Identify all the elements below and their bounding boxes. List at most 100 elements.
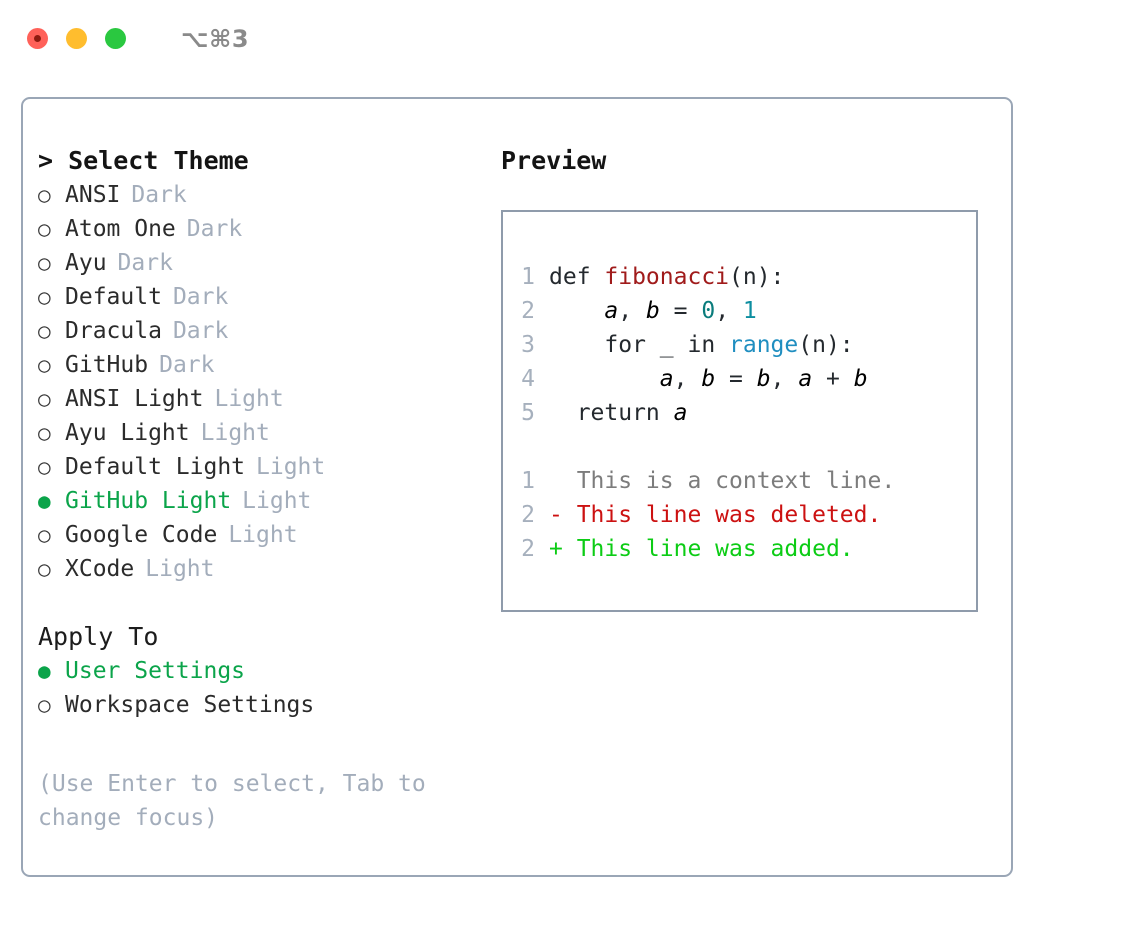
- apply-to-label: User Settings: [65, 658, 246, 684]
- title-bar: ⌥⌘3: [0, 0, 1140, 77]
- line-number: 1: [521, 468, 535, 494]
- diff-line: 2- This line was deleted.: [503, 498, 976, 532]
- code-token: def: [549, 264, 605, 290]
- theme-variant-label: Light: [200, 420, 270, 446]
- theme-variant-label: Dark: [172, 284, 229, 310]
- code-line-content: return a: [549, 396, 688, 430]
- diff-line-content: This is a context line.: [549, 468, 896, 494]
- theme-list-item[interactable]: ○ Ayu Dark: [38, 246, 478, 280]
- theme-list-item[interactable]: ○ ANSI Dark: [38, 178, 478, 212]
- code-token: a: [659, 366, 674, 392]
- line-number: 3: [521, 332, 535, 358]
- radio-unselected-icon: ○: [38, 217, 51, 241]
- theme-variant-label: Dark: [172, 318, 229, 344]
- code-token: for _ in: [549, 332, 730, 358]
- code-token: a: [673, 400, 688, 426]
- theme-variant-label: Dark: [131, 182, 187, 208]
- theme-variant-label: Dark: [117, 250, 173, 276]
- code-token: (n):: [798, 332, 854, 358]
- code-token: +: [812, 366, 854, 392]
- diff-line-content: - This line was deleted.: [549, 502, 882, 528]
- code-token: (n):: [729, 264, 785, 290]
- code-line-content: a, b = b, a + b: [549, 362, 868, 396]
- preview-heading: Preview: [501, 146, 607, 175]
- keyboard-hint-text: (Use Enter to select, Tab to change focu…: [38, 771, 426, 831]
- code-token: range: [729, 332, 799, 358]
- radio-unselected-icon: ○: [38, 251, 51, 275]
- code-token: [549, 366, 660, 392]
- code-token: 0: [701, 298, 716, 324]
- radio-unselected-icon: ○: [38, 387, 51, 411]
- theme-list-item[interactable]: ○ Ayu Light Light: [38, 416, 478, 450]
- line-number: 2: [521, 536, 535, 562]
- apply-to-option[interactable]: ● User Settings: [38, 654, 478, 688]
- theme-name-label: Default: [65, 284, 162, 310]
- theme-name-label: Google Code: [65, 522, 218, 548]
- code-token: b: [701, 366, 716, 392]
- theme-name-label: Default Light: [65, 454, 246, 480]
- theme-variant-label: Light: [214, 386, 284, 412]
- code-token: ,: [715, 298, 743, 324]
- theme-list-item[interactable]: ○ Atom One Dark: [38, 212, 478, 246]
- theme-name-label: ANSI: [65, 182, 121, 208]
- code-line: 3 for _ in range(n):: [503, 328, 976, 362]
- diff-line: 1 This is a context line.: [503, 464, 976, 498]
- code-token: b: [853, 366, 868, 392]
- line-number: 5: [521, 400, 535, 426]
- theme-name-label: Ayu: [65, 250, 107, 276]
- theme-variant-label: Light: [256, 454, 326, 480]
- code-line-content: a, b = 0, 1: [549, 294, 756, 328]
- radio-unselected-icon: ○: [38, 455, 51, 479]
- diff-sample: 1 This is a context line.2- This line wa…: [503, 464, 976, 566]
- code-line: 2 a, b = 0, 1: [503, 294, 976, 328]
- radio-unselected-icon: ○: [38, 353, 51, 377]
- code-token: =: [715, 366, 757, 392]
- radio-unselected-icon: ○: [38, 421, 51, 445]
- theme-variant-label: Light: [145, 556, 215, 582]
- apply-to-label: Workspace Settings: [65, 692, 315, 718]
- theme-variant-label: Dark: [186, 216, 243, 242]
- code-diff-separator: [503, 430, 976, 464]
- section-spacer: [38, 586, 478, 620]
- code-line: 4 a, b = b, a + b: [503, 362, 976, 396]
- theme-list-item[interactable]: ○ Default Dark: [38, 280, 478, 314]
- line-number: 4: [521, 366, 535, 392]
- close-window-button[interactable]: [27, 28, 48, 49]
- radio-unselected-icon: ○: [38, 557, 51, 581]
- radio-unselected-icon: ○: [38, 523, 51, 547]
- minimize-window-button[interactable]: [66, 28, 87, 49]
- radio-selected-icon: ●: [38, 659, 51, 683]
- theme-name-label: Ayu Light: [65, 420, 190, 446]
- diff-line-content: + This line was added.: [549, 536, 854, 562]
- code-token: ,: [673, 366, 702, 392]
- theme-list-item[interactable]: ○ XCode Light: [38, 552, 478, 586]
- theme-name-label: XCode: [65, 556, 135, 582]
- apply-to-list[interactable]: ● User Settings ○ Workspace Settings: [38, 654, 478, 722]
- maximize-window-button[interactable]: [105, 28, 126, 49]
- theme-name-label: GitHub Light: [65, 488, 232, 514]
- radio-unselected-icon: ○: [38, 285, 51, 309]
- theme-list-item[interactable]: ○ Default Light Light: [38, 450, 478, 484]
- theme-list-item[interactable]: ○ Google Code Light: [38, 518, 478, 552]
- radio-unselected-icon: ○: [38, 693, 51, 717]
- apply-to-option[interactable]: ○ Workspace Settings: [38, 688, 478, 722]
- theme-variant-label: Light: [228, 522, 298, 548]
- select-theme-heading: > Select Theme: [38, 146, 249, 175]
- code-token: b: [645, 298, 660, 324]
- radio-unselected-icon: ○: [38, 183, 51, 207]
- code-line-content: for _ in range(n):: [549, 328, 854, 362]
- code-token: b: [756, 366, 771, 392]
- theme-name-label: Atom One: [65, 216, 176, 242]
- theme-variant-label: Light: [242, 488, 312, 514]
